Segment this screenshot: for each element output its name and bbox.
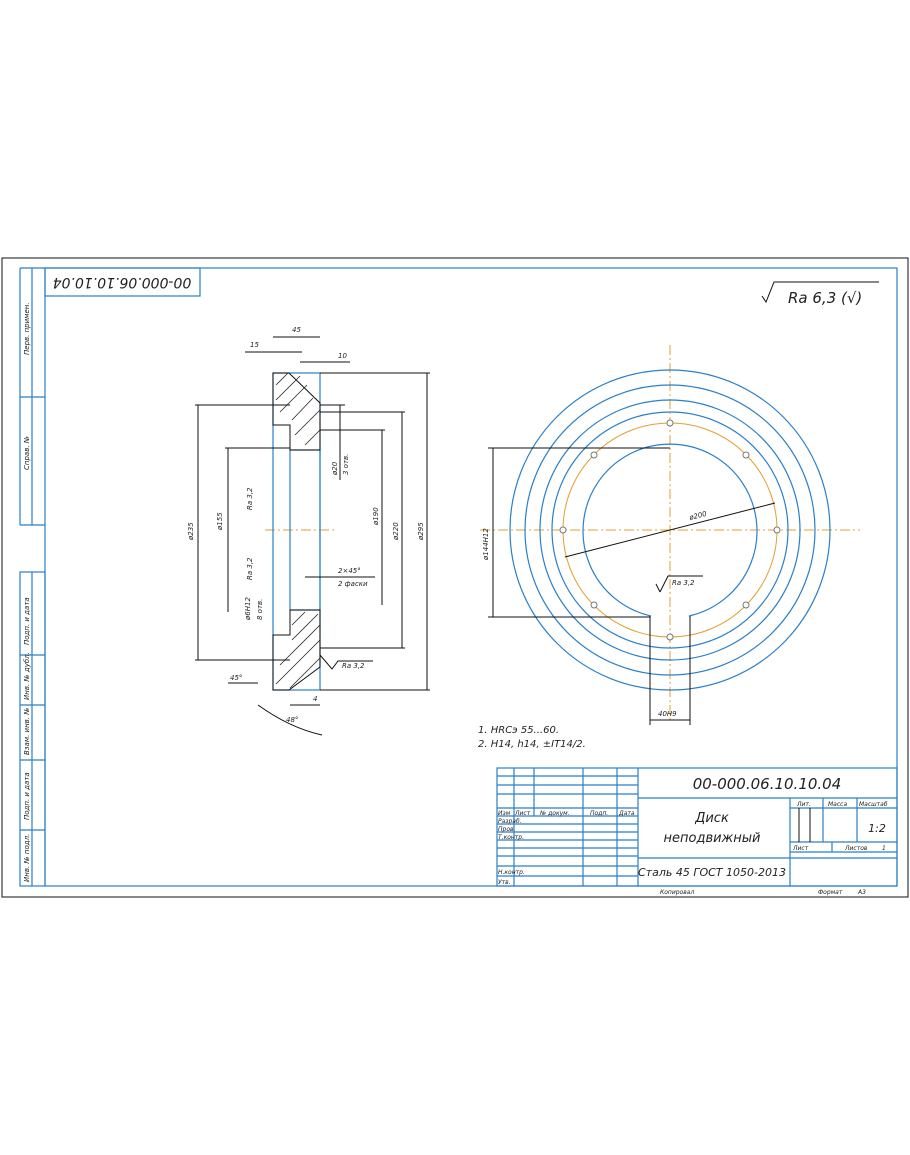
sheets-value: 1 — [882, 845, 886, 852]
left-strip: Перв. примен. Справ. № Подп. и дата Инв.… — [19, 267, 46, 887]
hdr-date: Дата — [618, 810, 635, 817]
role-tech-control: Т.контр. — [498, 834, 524, 841]
dim-dia190: ø190 — [372, 507, 380, 526]
dim-15: 15 — [250, 341, 259, 349]
section-view: 45 15 10 ø235 ø155 Ra 3,2 ø20 3 отв. ø19… — [187, 326, 430, 736]
dim-10: 10 — [338, 352, 347, 360]
front-ra: Ra 3,2 — [672, 579, 695, 587]
rotated-designation-box — [44, 267, 201, 297]
strip-label: Взам. инв. № — [23, 707, 31, 755]
rotated-designation: 00-000.06.10.10.04 — [53, 274, 192, 290]
angle-48: 48° — [286, 716, 298, 724]
ra-2: Ra 3,2 — [246, 557, 254, 580]
dim-dia155: ø155 — [216, 512, 224, 531]
hdr-list: Лист — [514, 810, 531, 817]
inner-frame — [44, 267, 898, 887]
lit-label: Лит. — [796, 801, 811, 808]
designation: 00-000.06.10.10.04 — [693, 775, 842, 793]
ra-1: Ra 3,2 — [246, 487, 254, 510]
dim-dia20: ø20 — [331, 461, 339, 476]
dim-dia295: ø295 — [417, 522, 425, 541]
dim-holes8: 8 отв. — [256, 599, 264, 620]
ra-3: Ra 3,2 — [342, 662, 365, 670]
role-approved: Утв. — [498, 879, 511, 886]
dim-slot: 40Н9 — [658, 710, 677, 718]
sheet-label: Лист — [792, 845, 809, 852]
strip-label: Справ. № — [23, 436, 31, 470]
note-1: 1. HRCэ 55...60. — [478, 725, 559, 736]
role-checker: Пров. — [498, 826, 516, 833]
part-name-2: неподвижный — [664, 831, 761, 846]
role-developer: Разраб. — [498, 818, 522, 825]
strip-label: Подп. и дата — [23, 597, 31, 645]
dim-4: 4 — [313, 695, 317, 703]
role-norm-control: Н.контр. — [498, 869, 525, 876]
general-roughness: Ra 6,3 (√) — [788, 289, 862, 307]
strip-label: Инв. № подл. — [23, 834, 31, 882]
dim-dia6: ø6Н12 — [244, 597, 252, 621]
note-2: 2. H14, h14, ±IT14/2. — [478, 739, 586, 750]
dim-dia144: ø144Н12 — [482, 528, 490, 561]
front-view: 40Н9 ø144Н12 ø200 Ra 3,2 — [480, 345, 860, 725]
scale-value: 1:2 — [868, 822, 886, 835]
mass-label: Масса — [828, 801, 847, 808]
hdr-izm: Изм — [498, 810, 511, 817]
dim-holes3: 3 отв. — [342, 454, 350, 475]
hdr-doc: № докум. — [539, 810, 570, 817]
hdr-sign: Подп. — [590, 810, 608, 817]
sheets-label: Листов — [844, 845, 868, 852]
material: Сталь 45 ГОСТ 1050-2013 — [638, 866, 786, 879]
dim-45: 45 — [292, 326, 301, 334]
chamfer-note: 2 фаски — [338, 580, 368, 588]
angle-45: 45° — [230, 674, 242, 682]
strip-label: Перв. примен. — [23, 302, 31, 355]
strip-label: Подп. и дата — [23, 772, 31, 820]
outer-frame — [1, 257, 909, 898]
part-name-1: Диск — [694, 811, 729, 826]
dim-dia235: ø235 — [187, 522, 195, 541]
format-value: А3 — [857, 889, 866, 896]
dim-chamfer: 2×45° — [338, 567, 361, 575]
dim-dia200: ø200 — [688, 510, 709, 522]
dim-dia220: ø220 — [392, 522, 400, 541]
title-block: Изм Лист № докум. Подп. Дата Разраб. Про… — [496, 767, 898, 887]
strip-label: Инв. № дубл. — [23, 652, 31, 700]
format-label: Формат — [818, 889, 843, 896]
roughness-symbol-icon — [761, 281, 879, 304]
scale-label: Масштаб — [859, 801, 888, 808]
copied-label: Копировал — [660, 889, 694, 896]
